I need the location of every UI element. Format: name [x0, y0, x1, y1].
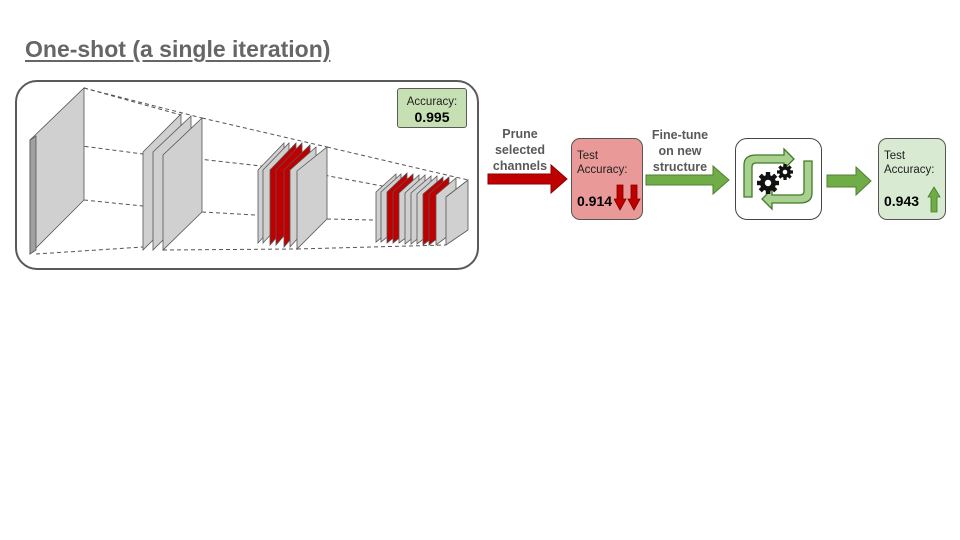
- baseline-accuracy-value: 0.995: [414, 109, 450, 125]
- prune-step-label: Prune selected channels: [488, 126, 552, 174]
- final-accuracy-value: 0.943: [884, 193, 920, 209]
- final-accuracy-box: Test Accuracy: 0.943: [878, 138, 946, 220]
- label-line: Test: [884, 150, 906, 162]
- training-cycle-box: [735, 138, 822, 220]
- label-line: Accuracy:: [884, 164, 935, 176]
- gears-cycle-icon: [743, 147, 813, 211]
- finetune-label-line: on new: [658, 144, 702, 158]
- baseline-accuracy-box: Accuracy: 0.995: [397, 88, 467, 128]
- down-arrow-icon: [614, 184, 641, 211]
- finetune-label-line: Fine-tune: [651, 128, 709, 142]
- label-line: Accuracy:: [577, 164, 628, 176]
- final-accuracy-label: Test Accuracy:: [884, 149, 935, 177]
- network-diagram: [29, 87, 469, 255]
- pruned-accuracy-value: 0.914: [577, 193, 613, 209]
- page-title: One-shot (a single iteration): [25, 36, 331, 62]
- layer-4: [375, 172, 469, 246]
- layer-3: [257, 142, 328, 250]
- channel-edge: [29, 135, 37, 255]
- result-arrow-icon: [826, 166, 872, 196]
- channel-kept: [29, 87, 85, 255]
- prune-label-line: channels: [492, 159, 548, 173]
- pruned-accuracy-box: Test Accuracy: 0.914: [571, 138, 643, 220]
- layer-1: [29, 87, 85, 255]
- up-arrow-icon: [927, 186, 941, 213]
- prune-label-line: selected: [494, 143, 546, 157]
- prune-label-line: Prune: [502, 127, 538, 141]
- prune-arrow-icon: [487, 163, 568, 195]
- finetune-arrow-icon: [645, 164, 730, 196]
- finetune-label-line: structure: [652, 160, 708, 174]
- label-line: Test: [577, 150, 599, 162]
- channel-kept: [296, 146, 328, 250]
- channel-kept: [162, 117, 203, 251]
- layer-2: [142, 113, 203, 251]
- channel-kept: [445, 179, 469, 246]
- finetune-step-label: Fine-tune on new structure: [645, 127, 715, 175]
- baseline-accuracy-label: Accuracy:: [406, 96, 458, 108]
- pruned-accuracy-label: Test Accuracy:: [577, 149, 628, 177]
